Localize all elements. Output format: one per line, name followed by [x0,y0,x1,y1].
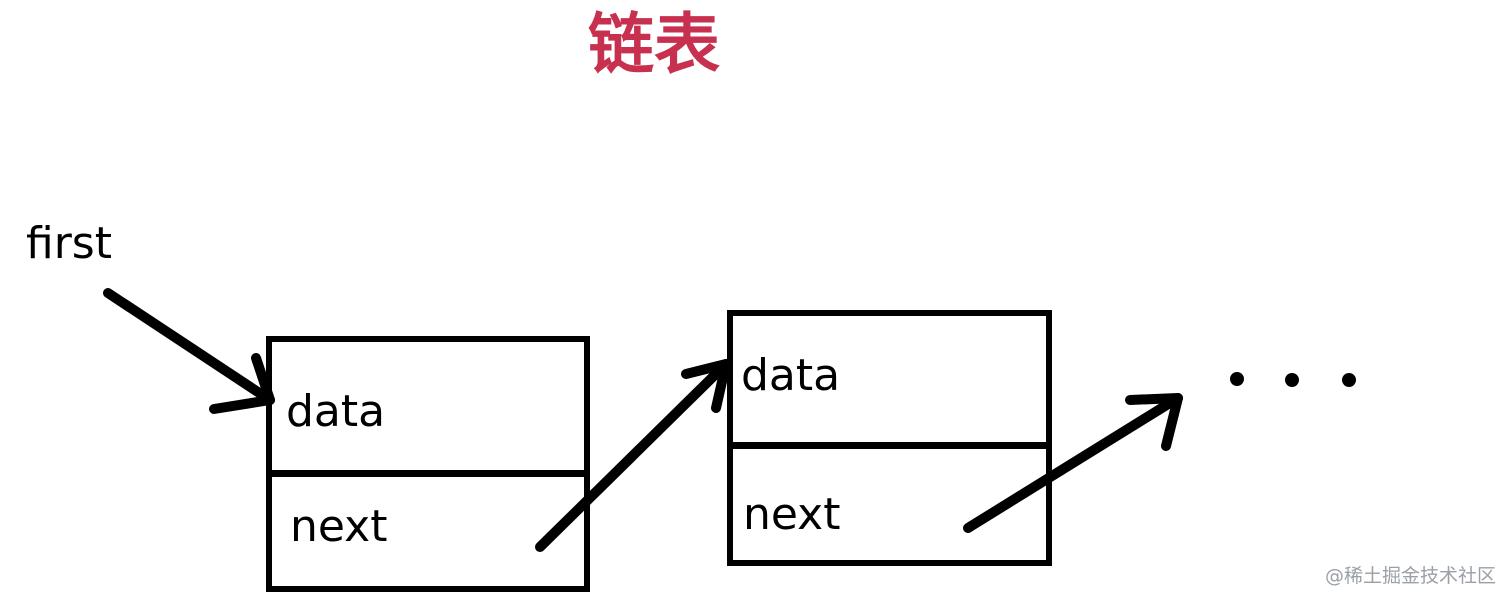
node-2-next-cell: next [733,442,1046,560]
linked-list-node-1: data next [266,336,590,592]
watermark: @稀土掘金技术社区 [1324,565,1496,587]
ellipsis-dot-2 [1285,373,1299,387]
ellipsis-dot-3 [1342,373,1356,387]
node-2-data-cell: data [733,316,1046,442]
node-1-data-cell: data [272,342,584,470]
node-2-next-label: next [743,489,841,540]
node-1-data-label: data [286,386,386,437]
first-pointer-label: first [26,218,112,269]
node-2-data-label: data [741,350,841,401]
continuation-ellipsis-icon [1230,372,1356,387]
first-to-node-1-arrow [103,288,275,414]
ellipsis-dot-1 [1230,372,1244,386]
linked-list-node-2: data next [727,310,1052,566]
node-1-next-label: next [290,501,388,552]
diagram-title: 链表 [588,6,720,83]
node-1-next-cell: next [272,470,584,586]
